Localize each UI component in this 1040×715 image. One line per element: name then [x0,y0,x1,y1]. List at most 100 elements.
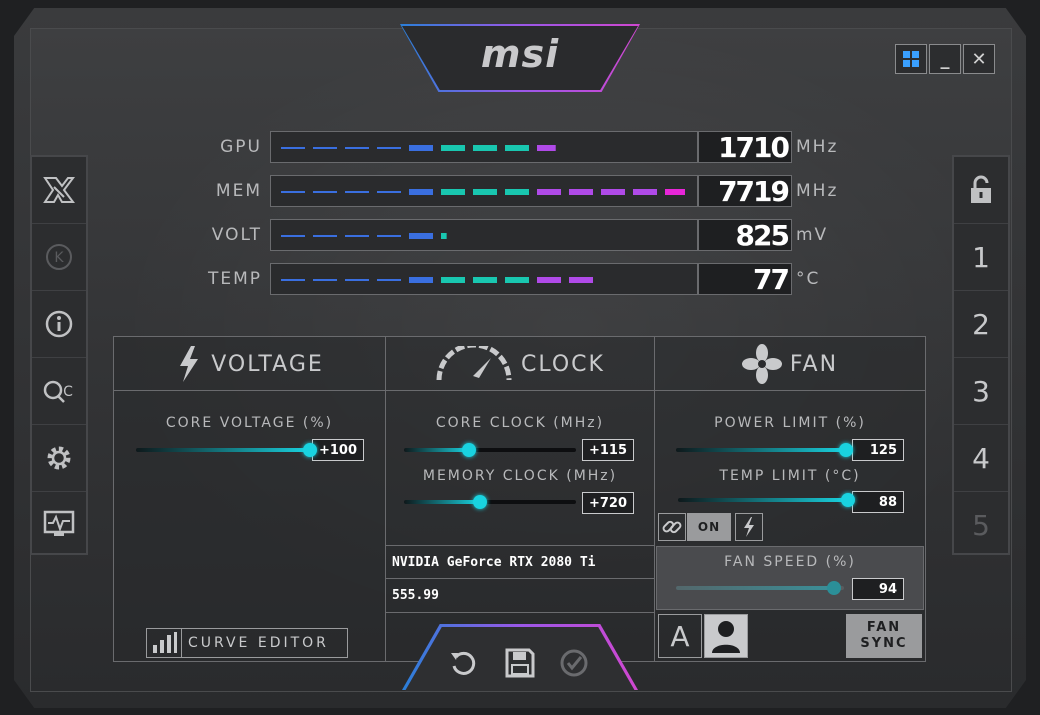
info-button[interactable] [32,291,86,358]
slider-thumb[interactable] [462,443,477,457]
monitor-unit: mV [796,225,829,245]
profile-1-button[interactable]: 1 [954,224,1008,291]
logo-tab [402,26,638,90]
kombustor-button[interactable] [32,157,86,224]
bar-segment [313,191,337,193]
memory-clock-value[interactable]: +720 [582,492,634,514]
slider-thumb[interactable] [303,443,317,457]
bar-segment [473,189,497,195]
bar-segment [441,233,447,239]
bar-segment [441,277,465,283]
profile-4-button[interactable]: 4 [954,425,1008,492]
slider-thumb[interactable] [841,493,855,507]
fan-icon [741,344,782,384]
core-voltage-value[interactable]: +100 [312,439,364,461]
info-icon [45,310,73,338]
auto-fan-button[interactable]: A [658,614,702,658]
right-sidebar: 1 2 3 4 5 [952,155,1010,555]
msi-logo: msi [480,32,560,76]
bar-segment [281,279,305,281]
temp-limit-label: TEMP LIMIT (°C) [719,468,861,484]
slider-thumb[interactable] [826,581,841,595]
close-button[interactable]: ✕ [963,44,995,74]
speedometer-icon [436,346,512,381]
monitor-value: 77 [698,263,792,296]
monitor-bar [270,131,698,163]
monitor-unit: MHz [796,137,839,157]
profile-4-label: 4 [972,441,990,475]
bar-segment [505,189,529,195]
fan-speed-value[interactable]: 94 [852,578,904,600]
bar-segment [281,235,305,237]
clock-title: CLOCK [521,351,605,377]
monitor-label: MEM [215,181,262,201]
left-sidebar: K C [30,155,88,555]
bar-segment [569,189,593,195]
monitor-icon [43,510,75,536]
fan-sync-label-2: SYNC [860,636,908,651]
fan-sync-button[interactable]: FAN SYNC [846,614,922,658]
slider-fill [136,448,310,452]
core-clock-value[interactable]: +115 [582,439,634,461]
bar-segment [377,279,401,281]
bar-segment [409,233,433,239]
minimize-button[interactable]: _ [929,44,961,74]
gpu-name: NVIDIA GeForce RTX 2080 Ti [386,545,654,579]
monitoring-button[interactable] [32,492,86,558]
bar-segment [505,145,529,151]
curve-editor-button[interactable]: CURVE EDITOR [146,628,348,658]
link-button[interactable] [658,513,686,541]
monitor-bar [270,175,698,207]
slider-thumb[interactable] [472,495,487,509]
slider-fill [678,498,848,502]
save-button[interactable] [503,646,537,680]
temp-bar-graphic [281,277,593,283]
k-boost-button[interactable]: K [32,224,86,291]
fan-header: FAN [655,340,925,388]
monitor-value: 7719 [698,175,792,208]
oc-scanner-button[interactable]: C [32,358,86,425]
voltage-header: VOLTAGE [114,340,385,388]
driver-version: 555.99 [386,579,654,613]
settings-button[interactable] [32,425,86,492]
curve-editor-label: CURVE EDITOR [188,635,329,651]
voltage-title: VOLTAGE [211,351,324,377]
reset-button[interactable] [446,646,480,680]
temp-limit-value[interactable]: 88 [852,491,904,513]
lightning-icon [744,517,754,537]
profile-3-button[interactable]: 3 [954,358,1008,425]
power-limit-value[interactable]: 125 [852,439,904,461]
window-controls: _ ✕ [895,44,997,76]
k-boost-icon: K [46,244,72,270]
oc-scanner-icon: C [43,380,73,403]
bar-segment [633,189,657,195]
bar-segment [409,189,433,195]
profile-5-label: 5 [972,508,990,542]
monitor-bar [270,263,698,295]
apply-button[interactable] [557,646,591,680]
profile-3-label: 3 [972,374,990,408]
bar-segment [345,235,369,237]
bar-segment [409,277,433,283]
bar-segment [537,277,561,283]
monitor-bar [270,219,698,251]
boost-button[interactable] [735,513,763,541]
bar-segment [281,147,305,149]
profile-1-label: 1 [972,240,990,274]
user-icon [712,621,740,653]
slider-thumb[interactable] [839,443,853,457]
power-limit-label: POWER LIMIT (%) [714,415,866,431]
profile-2-button[interactable]: 2 [954,291,1008,358]
bar-segment [665,189,685,195]
unlock-icon [971,175,991,203]
link-toggle[interactable]: ON [687,513,731,541]
profile-5-button[interactable]: 5 [954,492,1008,558]
column-divider [654,336,655,662]
user-fan-button[interactable] [704,614,748,658]
profile-lock-button[interactable] [954,157,1008,224]
reset-icon [451,651,476,675]
header-divider [113,390,926,391]
monitor-temp: TEMP 77 °C [0,262,1040,296]
bar-segment [345,147,369,149]
windows-start-button[interactable] [895,44,927,74]
